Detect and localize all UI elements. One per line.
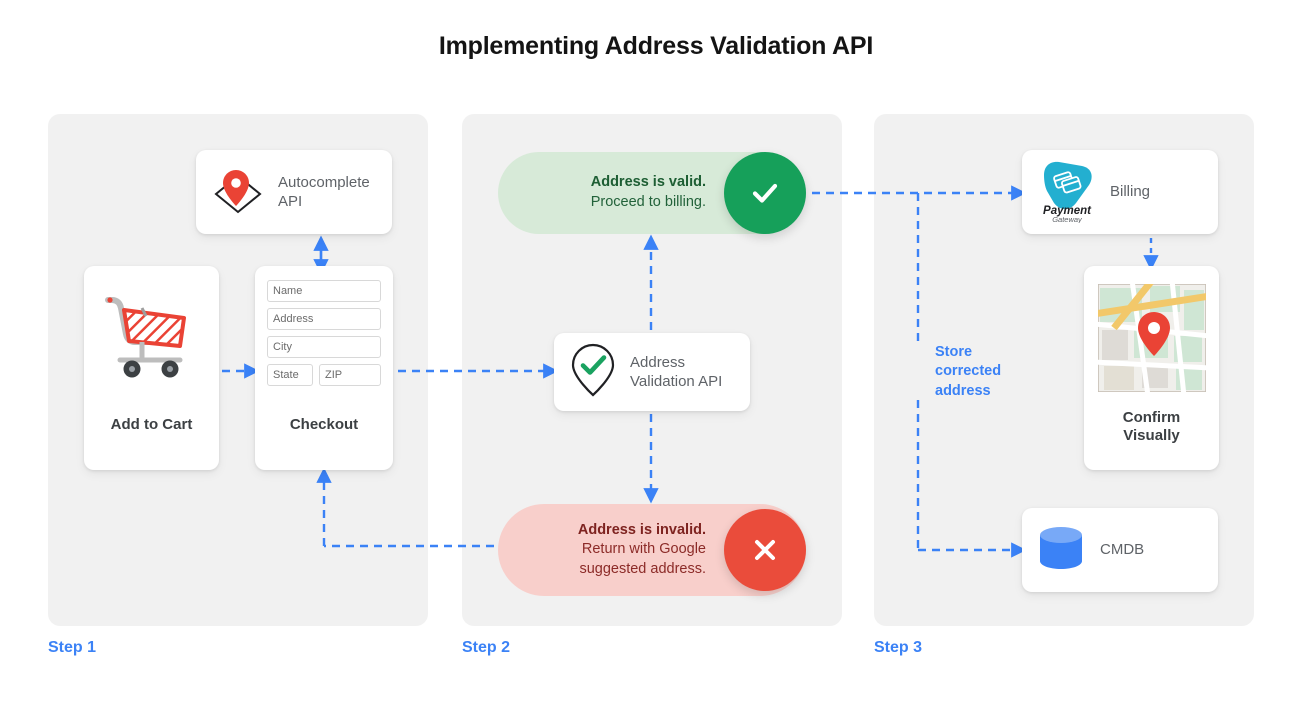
checkout-card[interactable]: Name Address City State ZIP Checkout — [255, 266, 393, 470]
address-validation-api-card[interactable]: Address Validation API — [554, 333, 750, 411]
confirm-visually-card[interactable]: Confirm Visually — [1084, 266, 1219, 470]
autocomplete-api-label: Autocomplete API — [278, 173, 370, 210]
state-field[interactable]: State — [267, 364, 313, 386]
database-cylinder-icon — [1036, 523, 1086, 578]
address-valid-line2: Proceed to billing. — [590, 194, 706, 210]
state-zip-row: State ZIP — [267, 364, 381, 386]
address-validation-api-label: Address Validation API — [630, 353, 723, 390]
map-thumbnail-icon — [1092, 275, 1211, 397]
payment-gateway-logo: Payment Gateway — [1036, 157, 1098, 228]
step-1-label: Step 1 — [48, 639, 97, 656]
address-invalid-line3: suggested address. — [579, 560, 706, 577]
address-valid-text: Address is valid. Proceed to billing. — [591, 173, 724, 212]
add-to-cart-label: Add to Cart — [110, 415, 193, 433]
address-field[interactable]: Address — [267, 308, 381, 330]
shopping-cart-icon — [98, 284, 206, 397]
store-corrected-address-label: Store corrected address — [935, 344, 1002, 399]
check-badge — [724, 152, 806, 234]
pin-check-icon — [568, 341, 618, 404]
address-invalid-line1: Address is invalid. — [577, 521, 706, 538]
address-invalid-text: Address is invalid. Return with Google s… — [578, 521, 724, 580]
billing-card[interactable]: Payment Gateway Billing — [1022, 150, 1218, 234]
city-field[interactable]: City — [267, 336, 381, 358]
close-badge — [724, 509, 806, 591]
svg-text:Payment: Payment — [1043, 205, 1092, 217]
svg-text:Gateway: Gateway — [1052, 215, 1083, 223]
billing-label: Billing — [1110, 183, 1151, 201]
check-icon — [752, 183, 778, 203]
add-to-cart-card[interactable]: Add to Cart — [84, 266, 219, 470]
autocomplete-api-card[interactable]: Autocomplete API — [196, 150, 392, 234]
map-pin-diamond-icon — [210, 164, 266, 221]
name-field[interactable]: Name — [267, 280, 381, 302]
address-invalid-pill: Address is invalid. Return with Google s… — [498, 504, 806, 596]
confirm-visually-label: Confirm Visually — [1122, 408, 1181, 445]
address-valid-pill: Address is valid. Proceed to billing. — [498, 152, 806, 234]
address-invalid-line2: Return with Google — [581, 541, 706, 558]
step-3-label: Step 3 — [874, 639, 923, 656]
step-2-label: Step 2 — [462, 639, 511, 656]
page-title: Implementing Address Validation API — [438, 32, 874, 60]
zip-field[interactable]: ZIP — [319, 364, 381, 386]
cmdb-label: CMDB — [1100, 541, 1145, 559]
address-valid-line1: Address is valid. — [590, 174, 706, 191]
close-icon — [755, 540, 775, 560]
cmdb-card[interactable]: CMDB — [1022, 508, 1218, 592]
checkout-label: Checkout — [289, 415, 359, 433]
